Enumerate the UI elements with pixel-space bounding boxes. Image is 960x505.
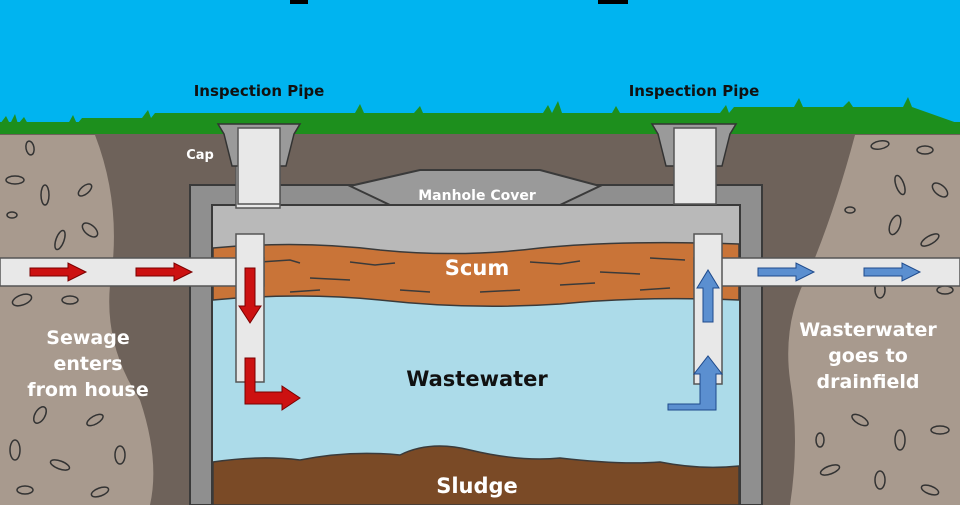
grass-tufts (0, 97, 960, 124)
sludge-layer (212, 445, 740, 505)
outlet-label-line1: Wasterwater (799, 319, 937, 341)
outflow-arrows (667, 262, 922, 411)
outflow-arrow-right (757, 262, 816, 282)
inspection-pipe-right-label: Inspection Pipe (629, 82, 760, 100)
rock-left (0, 135, 154, 505)
outflow-arrow-right (863, 262, 922, 282)
left-pipe-upper (237, 127, 281, 205)
outlet-label-line2: goes to (828, 345, 908, 367)
manhole-cover-label: Manhole Cover (418, 188, 536, 204)
inlet-label-line2: enters (53, 353, 122, 375)
outflow-arrow-elbow (667, 355, 724, 411)
title-fragment (290, 0, 308, 4)
wastewater-label: Wastewater (406, 367, 548, 391)
stones (5, 140, 954, 498)
inflow-arrow-elbow (244, 357, 301, 411)
cap-label: Cap (186, 148, 214, 163)
rock-right (788, 135, 960, 505)
scum-layer (212, 241, 740, 307)
inlet-label-line1: Sewage (46, 327, 129, 349)
scum-texture (259, 257, 686, 293)
inflow-arrow-down (238, 267, 262, 324)
inflow-arrows (29, 262, 301, 411)
inflow-arrow-right (135, 262, 194, 282)
outflow-arrow-up (696, 269, 720, 323)
inlet-label-line3: from house (27, 379, 148, 401)
right-pipe-upper (673, 127, 717, 205)
manhole-cover-shape (346, 169, 603, 206)
title-fragment (598, 0, 628, 4)
outlet-label-line3: drainfield (817, 371, 920, 393)
sludge-label: Sludge (436, 474, 518, 498)
inspection-pipe-left-label: Inspection Pipe (194, 82, 325, 100)
scum-label: Scum (445, 256, 509, 280)
inflow-arrow-right (29, 262, 88, 282)
